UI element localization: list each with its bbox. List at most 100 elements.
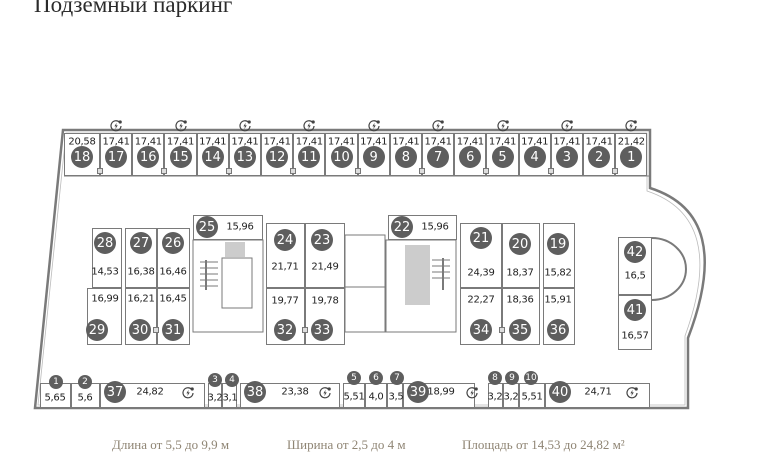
spot-number-badge[interactable]: 7 xyxy=(390,371,404,385)
spot-number-badge[interactable]: 25 xyxy=(196,216,218,238)
outlet-square-icon xyxy=(499,327,505,333)
spot-area: 17,41 xyxy=(488,136,517,148)
spot-number-badge[interactable]: 19 xyxy=(547,233,569,255)
spot-area: 18,37 xyxy=(506,267,534,279)
spot-number-badge[interactable]: 17 xyxy=(105,146,128,168)
spot-number-badge[interactable]: 3 xyxy=(208,373,222,387)
outlet-square-icon xyxy=(153,327,159,333)
spot-area: 18,36 xyxy=(506,294,534,306)
spot-number-badge[interactable]: 1 xyxy=(620,146,643,168)
spot-number-badge[interactable]: 38 xyxy=(244,381,266,403)
spot-number-badge[interactable]: 36 xyxy=(547,319,569,341)
spot-number-badge[interactable]: 8 xyxy=(394,146,417,168)
spot-area: 24,82 xyxy=(136,386,164,398)
spot-number-badge[interactable]: 10 xyxy=(524,371,538,385)
spot-number-badge[interactable]: 1 xyxy=(49,375,63,389)
spot-number-badge[interactable]: 5 xyxy=(491,146,514,168)
spot-area: 3,2 xyxy=(503,391,519,403)
spot-number-badge[interactable]: 21 xyxy=(470,227,492,249)
ramp-semicircle xyxy=(651,237,687,301)
spot-number-badge[interactable]: 26 xyxy=(162,232,184,254)
outlet-square-icon xyxy=(97,168,103,174)
spot-number-badge[interactable]: 6 xyxy=(459,146,482,168)
spot-area: 16,99 xyxy=(91,293,119,305)
spot-number-badge[interactable]: 4 xyxy=(523,146,546,168)
spot-number-badge[interactable]: 28 xyxy=(94,232,116,254)
spot-number-badge[interactable]: 12 xyxy=(266,146,289,168)
spot-number-badge[interactable]: 11 xyxy=(298,146,321,168)
spot-area: 17,41 xyxy=(327,136,356,148)
spot-area: 17,41 xyxy=(424,136,452,148)
spot-number-badge[interactable]: 3 xyxy=(555,146,578,168)
spot-area: 16,5 xyxy=(624,270,646,282)
spot-number-badge[interactable]: 32 xyxy=(274,319,296,341)
spot-number-badge[interactable]: 6 xyxy=(369,371,383,385)
spot-number-badge[interactable]: 7 xyxy=(427,146,450,168)
spot-area: 4,0 xyxy=(368,391,384,403)
spot-number-badge[interactable]: 4 xyxy=(225,373,239,387)
ev-charger-icon xyxy=(302,118,316,132)
spot-number-badge[interactable]: 24 xyxy=(274,229,296,251)
spot-number-badge[interactable]: 29 xyxy=(86,319,108,341)
spot-area: 19,77 xyxy=(271,295,299,307)
spot-area: 14,53 xyxy=(91,266,119,278)
outlet-square-icon xyxy=(612,168,619,174)
spot-number-badge[interactable]: 2 xyxy=(588,146,611,168)
spot-number-badge[interactable]: 5 xyxy=(347,371,361,385)
spot-area: 22,27 xyxy=(467,294,495,306)
length-range: Длина от 5,5 до 9,9 м xyxy=(112,437,230,452)
spot-number-badge[interactable]: 22 xyxy=(391,216,413,238)
ev-charger-icon xyxy=(560,118,574,132)
spot-number-badge[interactable]: 42 xyxy=(624,241,646,263)
spot-number-badge[interactable]: 35 xyxy=(509,319,531,341)
spot-area: 5,65 xyxy=(44,392,66,404)
spot-area: 18,99 xyxy=(427,386,455,398)
spot-area: 5,51 xyxy=(521,391,543,403)
spot-area: 24,39 xyxy=(467,267,495,279)
spot-number-badge[interactable]: 39 xyxy=(407,381,429,403)
spot-number-badge[interactable]: 41 xyxy=(624,299,646,321)
spot-area: 3,1 xyxy=(222,392,238,404)
outlet-square-icon xyxy=(354,168,361,174)
spot-number-badge[interactable]: 10 xyxy=(330,146,353,168)
spot-area: 17,41 xyxy=(295,136,323,148)
spot-number-badge[interactable]: 33 xyxy=(311,319,333,341)
spot-number-badge[interactable]: 31 xyxy=(162,319,184,341)
spot-area: 17,41 xyxy=(585,136,613,148)
spot-number-badge[interactable]: 2 xyxy=(78,375,92,389)
spot-number-badge[interactable]: 8 xyxy=(488,371,502,385)
spot-number-badge[interactable]: 27 xyxy=(130,232,152,254)
spot-number-badge[interactable]: 14 xyxy=(201,146,224,168)
spot-area: 24,71 xyxy=(584,386,612,398)
spot-area: 3,2 xyxy=(487,391,503,403)
spot-area: 5,6 xyxy=(77,392,93,404)
inner-wall xyxy=(37,132,701,406)
spot-number-badge[interactable]: 30 xyxy=(129,319,151,341)
spot-number-badge[interactable]: 13 xyxy=(233,146,256,168)
ev-charger-icon xyxy=(465,385,479,399)
spot-number-badge[interactable]: 20 xyxy=(509,233,531,255)
spot-area: 16,21 xyxy=(127,293,155,305)
spot-number-badge[interactable]: 9 xyxy=(505,371,519,385)
spot-number-badge[interactable]: 16 xyxy=(137,146,160,168)
width-range: Ширина от 2,5 до 4 м xyxy=(287,437,406,452)
spot-area: 17,41 xyxy=(263,136,291,148)
spot-area: 17,41 xyxy=(134,136,162,148)
ev-charger-icon xyxy=(109,118,123,132)
spot-area: 16,46 xyxy=(159,266,187,278)
spot-number-badge[interactable]: 15 xyxy=(169,146,192,168)
outlet-square-icon xyxy=(161,168,168,174)
spot-area: 3,5 xyxy=(388,391,404,403)
page-title: Подземный паркинг xyxy=(34,0,233,17)
spot-number-badge[interactable]: 23 xyxy=(311,229,333,251)
spot-area: 16,57 xyxy=(621,330,649,342)
spot-area: 17,41 xyxy=(456,136,484,148)
spot-number-badge[interactable]: 18 xyxy=(71,146,93,168)
spot-area: 20,58 xyxy=(68,136,96,148)
spot-number-badge[interactable]: 9 xyxy=(362,146,385,168)
spot-number-badge[interactable]: 37 xyxy=(104,381,126,403)
spot-number-badge[interactable]: 40 xyxy=(549,381,571,403)
spot-number-badge[interactable]: 34 xyxy=(470,319,492,341)
